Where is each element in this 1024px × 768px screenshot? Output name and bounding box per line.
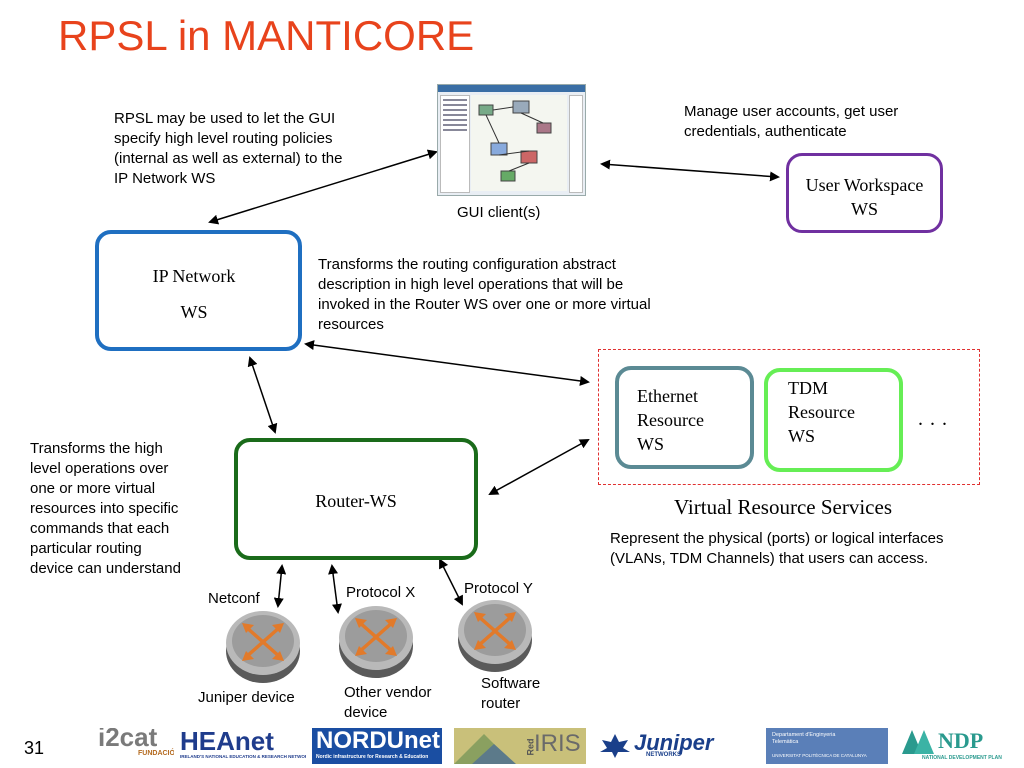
page-number: 31 — [24, 738, 45, 758]
software-router-icon — [458, 600, 532, 672]
note-line: (internal as well as external) to the — [114, 150, 343, 167]
window-titlebar — [438, 85, 585, 92]
arrow-router-vrs — [488, 439, 590, 495]
gui-description-note: RPSL may be used to let the GUI specify … — [114, 109, 342, 189]
ip-network-ws-box: IP Network WS — [95, 230, 302, 351]
box-label: User Workspace — [805, 175, 924, 195]
logo-subtext: IRELAND'S NATIONAL EDUCATION & RESEARCH … — [180, 754, 306, 759]
router-transform-note: Transforms the high level operations ove… — [30, 439, 181, 579]
logo-subtext: UNIVERSITAT POLITÈCNICA DE CATALUNYA — [772, 753, 867, 758]
other-vendor-router-icon — [339, 606, 413, 678]
logo-text: HEAnet — [180, 728, 274, 756]
label-line: Software — [481, 675, 541, 692]
arrow-router-othervendor — [328, 564, 342, 614]
network-map-icon — [471, 95, 567, 191]
box-label: WS — [851, 199, 878, 219]
rediris-pattern-icon — [454, 734, 516, 764]
arrow-gui-userworkspace — [600, 159, 780, 182]
slide-title: RPSL in MANTICORE — [58, 12, 475, 59]
tdm-resource-ws-box: TDM Resource WS — [764, 368, 903, 472]
properties-panel — [569, 95, 583, 193]
arrow-gui-ipnetwork — [208, 149, 438, 225]
juniper-router-icon — [226, 611, 300, 683]
box-label: WS — [180, 302, 208, 322]
box-label: Router-WS — [315, 491, 397, 511]
vrs-description-note: Represent the physical (ports) or logica… — [610, 529, 944, 569]
note-line: (VLANs, TDM Channels) that users can acc… — [610, 550, 929, 567]
note-line: RPSL may be used to let the GUI — [114, 110, 336, 127]
more-resources-ellipsis: . . . — [918, 408, 948, 430]
gui-caption: GUI client(s) — [457, 204, 541, 221]
box-label: WS — [788, 426, 815, 446]
protocol-x-label: Protocol X — [346, 584, 416, 601]
ndp-emblem-icon — [902, 730, 934, 754]
logo-subtext: FUNDACIÓ — [138, 750, 174, 757]
virtual-resource-services-container — [598, 349, 980, 485]
note-line: specify high level routing policies — [114, 130, 333, 147]
netconf-label: Netconf — [208, 590, 260, 607]
ethernet-resource-ws-box: Ethernet Resource WS — [615, 366, 754, 469]
gui-client-screenshot — [437, 84, 586, 196]
ndp-logo: NDP NATIONAL DEVELOPMENT PLAN — [902, 728, 1022, 764]
note-line: Represent the physical (ports) or logica… — [610, 530, 944, 547]
label-line: router — [481, 695, 521, 712]
note-line: commands that each — [30, 520, 170, 537]
note-line: device can understand — [30, 560, 181, 577]
heanet-logo: HEAnet IRELAND'S NATIONAL EDUCATION & RE… — [180, 728, 306, 764]
other-vendor-device-label: Other vendor device — [344, 683, 432, 723]
note-line: resources — [318, 316, 384, 333]
note-line: description in high level operations tha… — [318, 276, 624, 293]
i2cat-logo: i2cat FUNDACIÓ — [98, 728, 174, 764]
logo-text: Telemàtica — [772, 739, 799, 745]
router-ws-box: Router-WS — [234, 438, 478, 560]
user-workspace-ws-box: User Workspace WS — [786, 153, 943, 233]
arrow-router-software — [439, 558, 463, 606]
box-label: IP Network — [152, 266, 236, 286]
rediris-logo: Red IRIS — [454, 728, 586, 764]
box-label: Resource — [637, 410, 704, 430]
virtual-resource-services-label: Virtual Resource Services — [674, 495, 892, 519]
logo-text: NDP — [938, 728, 984, 753]
juniper-device-label: Juniper device — [198, 689, 295, 706]
box-label: Ethernet — [637, 386, 698, 406]
logo-text: Departament d'Enginyeria — [772, 732, 836, 738]
note-line: particular routing — [30, 540, 142, 557]
box-label: WS — [637, 434, 664, 454]
logo-text: IRIS — [534, 730, 581, 757]
note-line: invoked in the Router WS over one or mor… — [318, 296, 651, 313]
logo-text: Juniper — [634, 730, 714, 755]
note-line: Transforms the routing configuration abs… — [318, 256, 616, 273]
label-line: device — [344, 704, 388, 721]
nordunet-logo: NORDUnet Nordic infrastructure for Resea… — [312, 728, 442, 764]
logo-text: i2cat — [98, 728, 158, 752]
note-line: IP Network WS — [114, 170, 216, 187]
logo-subtext: Nordic infrastructure for Research & Edu… — [316, 754, 429, 760]
box-label: TDM — [788, 378, 828, 398]
note-line: Transforms the high — [30, 440, 163, 457]
upc-logo: Departament d'Enginyeria Telemàtica UNIV… — [766, 728, 888, 764]
software-router-label: Software router — [481, 674, 540, 714]
arrow-router-juniper — [273, 564, 287, 608]
protocol-y-label: Protocol Y — [464, 580, 533, 597]
note-line: credentials, authenticate — [684, 123, 847, 140]
arrow-ipnetwork-vrs — [304, 340, 590, 386]
note-line: Manage user accounts, get user — [684, 103, 899, 120]
note-line: level operations over — [30, 460, 169, 477]
box-label: Resource — [788, 402, 855, 422]
tree-panel — [440, 95, 470, 193]
note-line: resources into specific — [30, 500, 179, 517]
logo-text: NORDUnet — [316, 728, 440, 754]
arrow-ipnetwork-router — [247, 356, 278, 434]
label-line: Other vendor — [344, 684, 432, 701]
maple-leaf-icon — [600, 734, 630, 758]
note-line: one or more virtual — [30, 480, 156, 497]
ipnetwork-transform-note: Transforms the routing configuration abs… — [318, 255, 651, 335]
juniper-logo: Juniper NETWORKS — [598, 728, 754, 764]
logo-subtext: NETWORKS — [646, 752, 681, 758]
logo-subtext: NATIONAL DEVELOPMENT PLAN — [922, 755, 1002, 761]
user-accounts-note: Manage user accounts, get user credentia… — [684, 102, 898, 142]
